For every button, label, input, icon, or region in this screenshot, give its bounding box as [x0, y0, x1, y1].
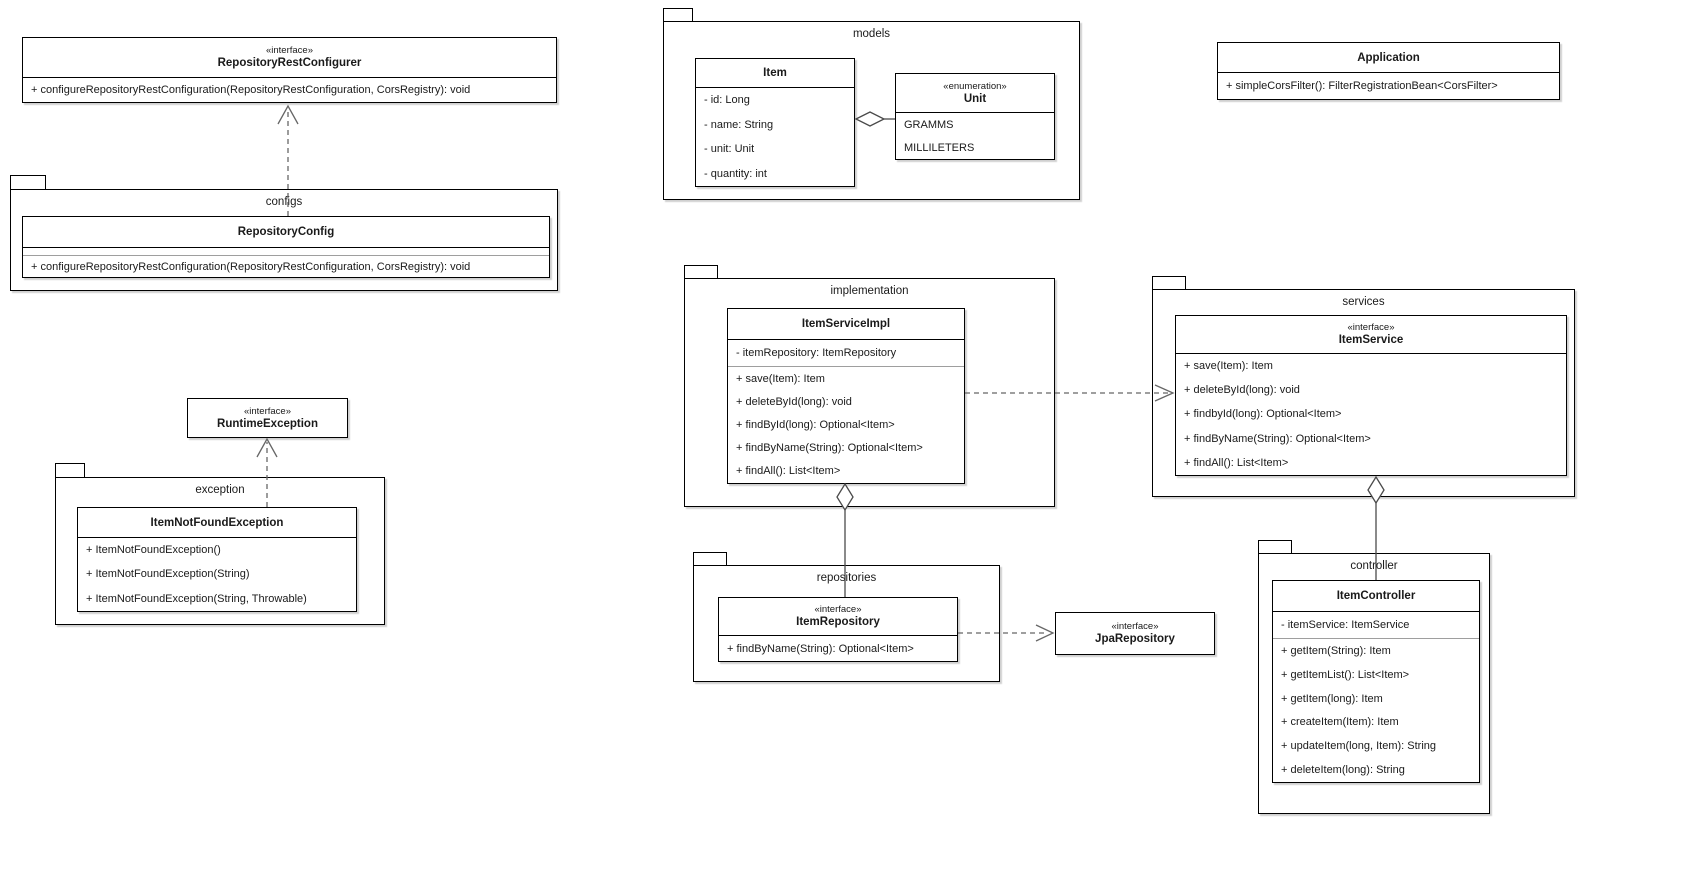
class-repositoryconfig[interactable]: RepositoryConfig + configureRepositoryRe…	[22, 216, 550, 278]
class-item[interactable]: Item - id: Long - name: String - unit: U…	[695, 58, 855, 187]
package-services-tab[interactable]	[1152, 276, 1186, 290]
package-services-label: services	[1342, 296, 1385, 308]
class-name: ItemServiceImpl	[801, 318, 891, 330]
enum-literal-row: GRAMMS	[904, 118, 954, 131]
method-row: + deleteById(long): void	[1184, 384, 1300, 397]
attribute-row: - name: String	[704, 118, 774, 131]
package-controller-label: controller	[1350, 560, 1398, 572]
stereotype-label: «interface»	[265, 45, 313, 56]
package-configs-label: configs	[265, 196, 303, 208]
empty-attributes-compartment	[23, 248, 549, 256]
aggregation-link-itemservice-to-itemcontroller[interactable]	[1367, 475, 1385, 580]
aggregation-link-item-to-unit[interactable]	[854, 111, 895, 127]
method-row: + configureRepositoryRestConfiguration(R…	[31, 260, 471, 273]
method-row: + getItem(long): Item	[1281, 692, 1383, 705]
method-row: + ItemNotFoundException(String)	[86, 568, 250, 581]
hollow-chevron-arrowhead	[256, 437, 278, 458]
method-row: + save(Item): Item	[736, 372, 825, 385]
dependency-arrow-itemrepository-to-jparepository[interactable]	[958, 624, 1055, 642]
package-controller-tab[interactable]	[1258, 540, 1292, 554]
method-row: + findByName(String): Optional<Item>	[1184, 432, 1371, 445]
attribute-row: - itemService: ItemService	[1281, 619, 1410, 631]
method-row: + findByName(String): Optional<Item>	[727, 642, 914, 655]
class-name: RepositoryConfig	[237, 226, 335, 238]
class-itemcontroller[interactable]: ItemController - itemService: ItemServic…	[1272, 580, 1480, 783]
class-name: ItemRepository	[796, 616, 880, 628]
package-repositories-tab[interactable]	[693, 552, 727, 566]
aggregation-diamond	[854, 111, 886, 127]
method-row: + getItemList(): List<Item>	[1281, 668, 1410, 681]
class-unit-enumeration[interactable]: «enumeration» Unit GRAMMS MILLILETERS	[895, 73, 1055, 160]
open-chevron-arrowhead	[1154, 384, 1175, 402]
stereotype-label: «interface»	[814, 604, 862, 615]
method-row: + ItemNotFoundException(String, Throwabl…	[86, 592, 307, 605]
stereotype-label: «enumeration»	[943, 80, 1007, 92]
class-name: Unit	[963, 92, 987, 105]
class-runtimeexception[interactable]: «interface» RuntimeException	[187, 398, 348, 438]
package-implementation-label: implementation	[830, 285, 909, 297]
class-itemservice[interactable]: «interface» ItemService + save(Item): It…	[1175, 315, 1567, 476]
package-implementation-tab[interactable]	[684, 265, 718, 279]
package-exception-tab[interactable]	[55, 463, 85, 478]
class-application[interactable]: Application + simpleCorsFilter(): Filter…	[1217, 42, 1560, 100]
hollow-chevron-arrowhead	[277, 104, 299, 125]
package-models-tab[interactable]	[663, 8, 693, 22]
method-row: + save(Item): Item	[1184, 360, 1273, 373]
method-row: + updateItem(long, Item): String	[1281, 740, 1436, 753]
method-row: + configureRepositoryRestConfiguration(R…	[31, 84, 471, 96]
stereotype-label: «interface»	[1111, 621, 1159, 632]
dependency-arrow-itemserviceimpl-to-itemservice[interactable]	[965, 384, 1175, 402]
aggregation-diamond	[836, 482, 854, 512]
stereotype-label: «interface»	[243, 405, 291, 417]
method-row: + deleteItem(long): String	[1281, 764, 1405, 777]
stereotype-label: «interface»	[1347, 322, 1395, 333]
method-row: + createItem(Item): Item	[1281, 716, 1399, 729]
method-row: + deleteById(long): void	[736, 395, 852, 408]
class-name: RuntimeException	[217, 417, 318, 430]
class-jparepository[interactable]: «interface» JpaRepository	[1055, 612, 1215, 655]
class-name: ItemController	[1336, 590, 1416, 602]
method-row: + ItemNotFoundException()	[86, 544, 221, 557]
class-repositoryrestconfigurer[interactable]: «interface» RepositoryRestConfigurer + c…	[22, 37, 557, 103]
class-name: RepositoryRestConfigurer	[217, 57, 362, 69]
class-name: ItemService	[1338, 334, 1404, 346]
class-name: Application	[1357, 51, 1420, 64]
package-repositories-label: repositories	[816, 572, 877, 584]
package-exception-label: exception	[195, 484, 245, 496]
package-configs-tab[interactable]	[10, 175, 46, 190]
method-row: + getItem(String): Item	[1281, 644, 1391, 657]
class-itemrepository[interactable]: «interface» ItemRepository + findByName(…	[718, 597, 958, 662]
method-row: + findByName(String): Optional<Item>	[736, 442, 923, 455]
realization-arrow-repositoryconfig-to-repositoryrestconfigurer[interactable]	[277, 104, 299, 216]
method-row: + findAll(): List<Item>	[736, 465, 841, 478]
method-row: + findById(long): Optional<Item>	[736, 418, 895, 431]
aggregation-diamond	[1367, 475, 1385, 505]
package-models-label: models	[852, 28, 891, 40]
method-row: + findAll(): List<Item>	[1184, 456, 1289, 469]
method-row: + simpleCorsFilter(): FilterRegistration…	[1226, 80, 1498, 92]
class-name: JpaRepository	[1095, 633, 1175, 645]
attribute-row: - unit: Unit	[704, 143, 755, 156]
enum-literal-row: MILLILETERS	[904, 141, 975, 154]
open-chevron-arrowhead	[1035, 624, 1055, 642]
class-name: Item	[763, 67, 787, 79]
class-itemserviceimpl[interactable]: ItemServiceImpl - itemRepository: ItemRe…	[727, 308, 965, 484]
realization-arrow-itemnotfoundexception-to-runtimeexception[interactable]	[256, 437, 278, 507]
attribute-row: - itemRepository: ItemRepository	[736, 347, 897, 359]
attribute-row: - quantity: int	[704, 167, 767, 180]
class-itemnotfoundexception[interactable]: ItemNotFoundException + ItemNotFoundExce…	[77, 507, 357, 612]
class-name: ItemNotFoundException	[150, 516, 284, 529]
method-row: + findbyId(long): Optional<Item>	[1184, 408, 1342, 421]
attribute-row: - id: Long	[704, 94, 750, 107]
aggregation-link-itemserviceimpl-to-itemrepository[interactable]	[836, 482, 854, 597]
